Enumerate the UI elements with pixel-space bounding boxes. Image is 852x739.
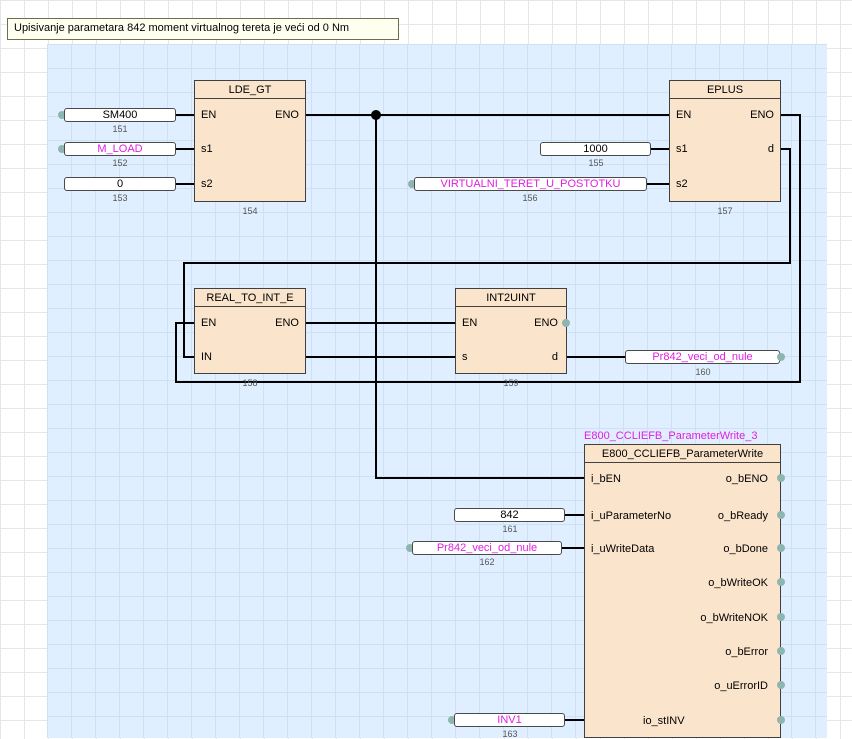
pin-en[interactable]: EN — [462, 317, 478, 329]
wire — [375, 115, 584, 479]
fb-instance-name[interactable]: E800_CCLIEFB_ParameterWrite_3 — [584, 430, 758, 442]
variable-number: 152 — [112, 158, 128, 168]
block-divider — [195, 306, 305, 307]
pin-s2[interactable]: s2 — [676, 178, 688, 190]
output-connector[interactable] — [562, 319, 570, 327]
pin-s1[interactable]: s1 — [676, 143, 688, 155]
input-connector[interactable] — [448, 716, 456, 724]
input-connector[interactable] — [408, 180, 416, 188]
variable-number: 161 — [502, 524, 518, 534]
block-number: 159 — [503, 378, 519, 388]
input-connector[interactable] — [58, 145, 66, 153]
pin-d[interactable]: d — [767, 143, 774, 155]
block-lde-gt[interactable]: LDE_GT EN s1 s2 ENO — [194, 80, 306, 202]
output-connector[interactable] — [777, 613, 785, 621]
pin-d[interactable]: d — [551, 351, 558, 363]
pin-o-bwritenok[interactable]: o_bWriteNOK — [700, 612, 768, 624]
output-connector[interactable] — [777, 353, 785, 361]
variable-number: 151 — [112, 124, 128, 134]
junction-dot — [371, 110, 381, 120]
pin-io-stinv[interactable]: io_stINV — [643, 715, 685, 727]
variable-pr842-output[interactable]: Pr842_veci_od_nule — [625, 350, 780, 364]
pin-s1[interactable]: s1 — [201, 143, 213, 155]
block-number: 154 — [242, 206, 258, 216]
wire — [183, 148, 791, 358]
pin-in[interactable]: IN — [201, 351, 212, 363]
pin-o-uerrorid[interactable]: o_uErrorID — [714, 680, 768, 692]
pin-eno[interactable]: ENO — [534, 317, 558, 329]
block-title: INT2UINT — [486, 292, 536, 304]
pin-o-beno[interactable]: o_bENO — [725, 473, 768, 485]
block-int2uint[interactable]: INT2UINT EN s ENO d — [455, 288, 567, 374]
block-divider — [456, 306, 566, 307]
block-divider — [585, 462, 780, 463]
pin-en[interactable]: EN — [201, 317, 217, 329]
block-real-to-int[interactable]: REAL_TO_INT_E EN IN ENO — [194, 288, 306, 374]
pin-eno[interactable]: ENO — [275, 317, 299, 329]
pin-i-ben[interactable]: i_bEN — [591, 473, 621, 485]
input-connector[interactable] — [406, 544, 414, 552]
variable-number: 153 — [112, 193, 128, 203]
input-connector[interactable] — [58, 111, 66, 119]
variable-zero[interactable]: 0 — [64, 177, 176, 191]
variable-pr842-input[interactable]: Pr842_veci_od_nule — [412, 541, 562, 555]
pin-en[interactable]: EN — [676, 109, 692, 121]
variable-number: 162 — [479, 557, 495, 567]
block-number: 157 — [717, 206, 733, 216]
variable-virtualni-teret[interactable]: VIRTUALNI_TERET_U_POSTOTKU — [414, 177, 647, 191]
pin-en[interactable]: EN — [201, 109, 217, 121]
network-comment[interactable]: Upisivanje parametara 842 moment virtual… — [7, 18, 399, 40]
pin-i-uparameterno[interactable]: i_uParameterNo — [591, 510, 672, 522]
variable-sm400[interactable]: SM400 — [64, 108, 176, 122]
pin-i-uwritedata[interactable]: i_uWriteData — [591, 543, 655, 555]
block-title: EPLUS — [706, 84, 744, 96]
variable-number: 163 — [502, 729, 518, 739]
block-eplus[interactable]: EPLUS EN s1 s2 ENO d — [669, 80, 781, 202]
pin-s[interactable]: s — [462, 351, 468, 363]
variable-m-load[interactable]: M_LOAD — [64, 142, 176, 156]
pin-o-bdone[interactable]: o_bDone — [723, 543, 768, 555]
variable-number: 156 — [522, 193, 538, 203]
pin-s2[interactable]: s2 — [201, 178, 213, 190]
block-divider — [670, 98, 780, 99]
variable-842[interactable]: 842 — [454, 508, 565, 522]
output-connector[interactable] — [777, 681, 785, 689]
pin-eno[interactable]: ENO — [750, 109, 774, 121]
variable-inv1[interactable]: INV1 — [454, 713, 565, 727]
variable-1000[interactable]: 1000 — [540, 142, 651, 156]
output-connector[interactable] — [777, 511, 785, 519]
variable-number: 155 — [588, 158, 604, 168]
block-title: LDE_GT — [228, 84, 272, 96]
wire — [175, 114, 801, 383]
block-number: 158 — [242, 378, 258, 388]
output-connector[interactable] — [777, 716, 785, 724]
pin-o-berror[interactable]: o_bError — [725, 646, 768, 658]
output-connector[interactable] — [777, 647, 785, 655]
pin-o-bready[interactable]: o_bReady — [717, 510, 768, 522]
block-parameter-write[interactable]: E800_CCLIEFB_ParameterWrite i_bEN i_uPar… — [584, 444, 781, 738]
pin-o-bwriteok[interactable]: o_bWriteOK — [708, 577, 768, 589]
output-connector[interactable] — [777, 474, 785, 482]
output-connector[interactable] — [777, 578, 785, 586]
block-title: REAL_TO_INT_E — [206, 292, 294, 304]
block-divider — [195, 98, 305, 99]
variable-number: 160 — [695, 367, 711, 377]
output-connector[interactable] — [777, 544, 785, 552]
block-title: E800_CCLIEFB_ParameterWrite — [601, 448, 764, 460]
pin-eno[interactable]: ENO — [275, 109, 299, 121]
